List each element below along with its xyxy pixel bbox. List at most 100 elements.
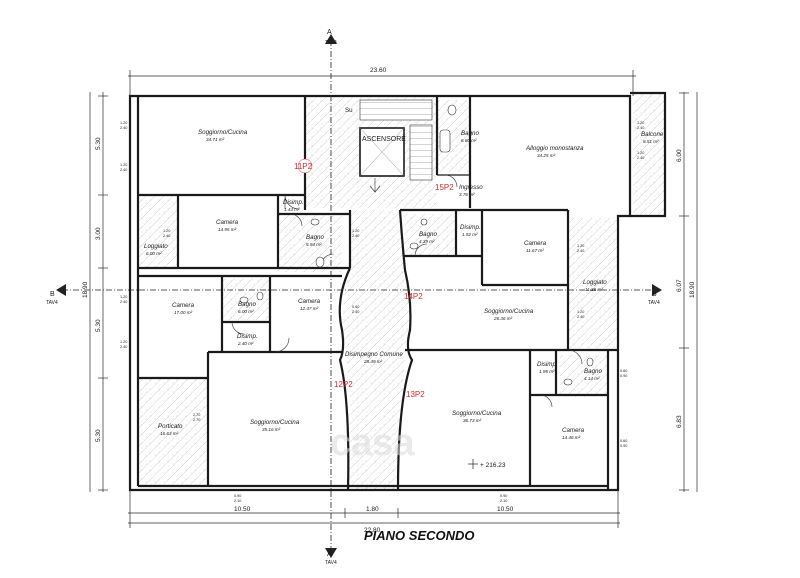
loggiato-left-tile: [138, 195, 178, 267]
fixtures: [239, 104, 594, 386]
label-window_tags-w4b: 2.40: [120, 300, 127, 304]
room-soggiorno-tl-area: 34.71 m²: [206, 137, 225, 142]
dim-bottom-total: 22.80: [364, 527, 381, 534]
room-ingresso-tr-name: Ingresso: [459, 184, 483, 191]
room-camera-ml2-area: 12.47 m²: [300, 306, 319, 311]
dim-bottom-right: 10.50: [497, 506, 514, 513]
label-window_tags-w16b: 2.40: [352, 310, 359, 314]
loggiato-right-tile: [568, 218, 618, 348]
dim-left-2: 3.00: [95, 227, 102, 240]
room-disimpegno-comune-area: 28.49 m²: [363, 359, 383, 364]
room-soggiorno-br-name: Soggiorno/Cucina: [452, 410, 502, 417]
room-ingresso-tr-area: 3.76 m²: [459, 192, 475, 197]
room-camera-ml-area: 17.00 m²: [174, 310, 193, 315]
label-window_tags-w15: 0.90: [500, 494, 507, 498]
dim-top-total: 23.60: [370, 67, 387, 74]
dim-right-2: 6.07: [676, 279, 683, 292]
label-window_tags-w5b: 2.40: [120, 345, 127, 349]
label-window_tags-w4: 1.20: [120, 295, 127, 299]
label-window_tags-w3: 1.20: [163, 229, 170, 233]
room-camera-ml2-name: Camera: [298, 298, 321, 305]
dim-right-3: 6.83: [676, 415, 683, 428]
room-disimp-tl-name: Disimp.: [283, 199, 304, 206]
room-porticato-name: Porticato: [158, 423, 183, 430]
room-camera-tl-name: Camera: [216, 219, 239, 226]
label-window_tags-w9b: 2.40: [577, 315, 584, 319]
dim-right-1: 6.00: [676, 149, 683, 162]
room-bagno-ml-area: 6.00 m²: [238, 309, 254, 314]
disimpegno-comune-tile: [342, 210, 410, 490]
unit-code-12p2: 12P2: [334, 380, 353, 389]
room-disimp-br-name: Disimp.: [537, 361, 558, 368]
dim-left-total: 18.90: [82, 281, 89, 298]
label-window_tags-w14b: 2.10: [234, 499, 241, 503]
section-mark-a-top: A: [327, 29, 332, 36]
room-loggiato-l-name: Loggiato: [144, 243, 168, 250]
dim-left-4: 5.30: [95, 429, 102, 442]
dim-bottom-mid: 1.80: [366, 506, 379, 513]
section-lines: [56, 34, 662, 558]
doors: [231, 174, 583, 408]
label-window_tags-w8: 1.20: [577, 244, 584, 248]
room-labels: Soggiorno/Cucina 34.71 m² Disimp. 1.44 m…: [144, 107, 664, 440]
room-disimp-ml-area: 2.40 m²: [237, 341, 254, 346]
watermark-logo: casa: [330, 422, 415, 464]
elevation-mark: + 216.23: [468, 459, 506, 469]
label-window_tags-w9: 1.20: [577, 310, 584, 314]
unit-code-13p2: 13P2: [406, 390, 425, 399]
label-window_tags-w10b: 2.40: [352, 234, 359, 238]
section-mark-a-bottom-sub: TAV4: [325, 560, 337, 566]
label-window_tags-w1b: 2.40: [120, 126, 127, 130]
dim-left-1: 5.30: [95, 137, 102, 150]
room-balcone-tr-area: 8.51 m²: [643, 139, 659, 144]
balcone-tile: [633, 93, 665, 216]
window-tags: 1.202.40 1.202.40 1.202.40 1.202.40 1.20…: [120, 121, 644, 503]
room-loggiato-r-area: 11.36 m²: [585, 287, 603, 292]
porticato-tile: [138, 378, 208, 486]
room-disimp-br-area: 1.95 m²: [539, 369, 555, 374]
label-window_tags-w14: 0.90: [234, 494, 241, 498]
room-ascensore-name: ASCENSORE: [362, 136, 406, 143]
label-window_tags-w12: 0.60: [620, 369, 627, 373]
unit-code-15p2: 15P2: [435, 183, 454, 192]
dim-right-total: 18.90: [689, 281, 696, 298]
unit-code-14p2: 14P2: [404, 292, 423, 301]
bagno-br-tile: [560, 355, 608, 397]
room-bagno-tr-area: 6.80 m²: [461, 138, 477, 143]
room-camera-ml-name: Camera: [172, 302, 195, 309]
room-soggiorno-tl-name: Soggiorno/Cucina: [198, 129, 248, 136]
label-window_tags-w13b: 0.90: [620, 444, 627, 448]
room-disimp-tl-area: 1.44 m²: [284, 207, 300, 212]
label-window_tags-w11: 2.70: [193, 413, 200, 417]
label-window_tags-w1: 1.20: [120, 121, 127, 125]
room-bagno-br-area: 4.14 m²: [584, 376, 600, 381]
label-window_tags-w7: 1.20: [637, 151, 644, 155]
room-porticato-area: 16.63 m²: [160, 431, 179, 436]
room-disimp-mr-area: 1.92 m²: [462, 232, 478, 237]
label-window_tags-w16: 0.60: [352, 305, 359, 309]
room-soggiorno-br-area: 36.73 m²: [463, 418, 482, 423]
section-mark-b-right: B: [652, 291, 657, 298]
room-soggiorno-mr-area: 26.36 m²: [493, 316, 513, 321]
room-soggiorno-bl-name: Soggiorno/Cucina: [250, 419, 300, 426]
unit-code-11p2: 11P2: [294, 162, 313, 171]
room-alloggio-tr-area: 34.25 m²: [537, 153, 556, 158]
section-mark-a-bottom: A: [327, 551, 332, 558]
room-bagno-mr-area: 4.39 m²: [419, 239, 435, 244]
label-window_tags-w5: 1.20: [120, 340, 127, 344]
label-window_tags-w15b: 2.10: [500, 499, 507, 503]
label-window_tags-w13: 0.60: [620, 439, 627, 443]
room-camera-mr-name: Camera: [524, 240, 547, 247]
room-bagno-br-name: Bagno: [584, 368, 602, 375]
unit-codes: 11P2 15P2 14P2 12P2 13P2: [294, 158, 454, 399]
room-disimp-ml-name: Disimp.: [237, 333, 258, 340]
elevation-label: + 216.23: [480, 462, 506, 469]
room-su-name: Su: [345, 107, 353, 114]
room-camera-mr-area: 11.67 m²: [526, 248, 544, 253]
label-window_tags-w11b: 2.70: [193, 418, 200, 422]
label-window_tags-w12b: 0.90: [620, 374, 627, 378]
section-mark-b-right-sub: TAV4: [648, 300, 660, 306]
label-window_tags-w2: 1.20: [120, 163, 127, 167]
label-window_tags-w3b: 2.40: [163, 234, 170, 238]
dim-bottom-left: 10.50: [234, 506, 251, 513]
